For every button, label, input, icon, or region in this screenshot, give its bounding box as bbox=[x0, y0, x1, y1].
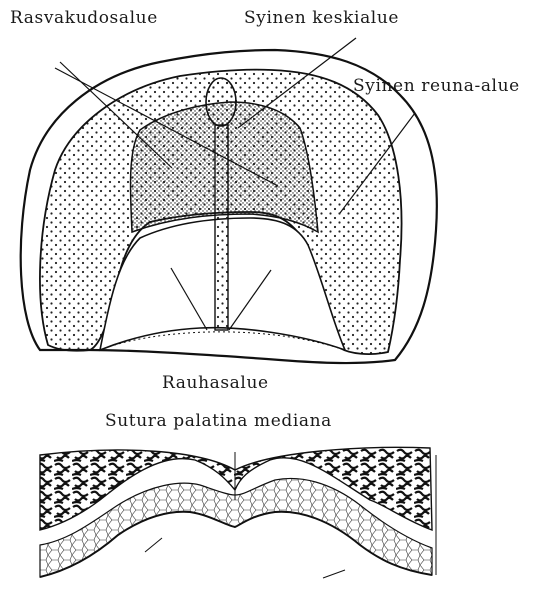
label-rugae-zone: Rauhasalue bbox=[162, 373, 269, 393]
label-blue-border-zone: Syinen reuna-alue bbox=[353, 76, 520, 96]
label-blue-central-zone: Syinen keskialue bbox=[244, 8, 399, 28]
incisive-papilla bbox=[206, 78, 236, 126]
suture-cross-section bbox=[40, 447, 436, 578]
label-suture: Sutura palatina mediana bbox=[105, 411, 332, 431]
label-fatty-zone: Rasvakudosalue bbox=[10, 8, 158, 28]
